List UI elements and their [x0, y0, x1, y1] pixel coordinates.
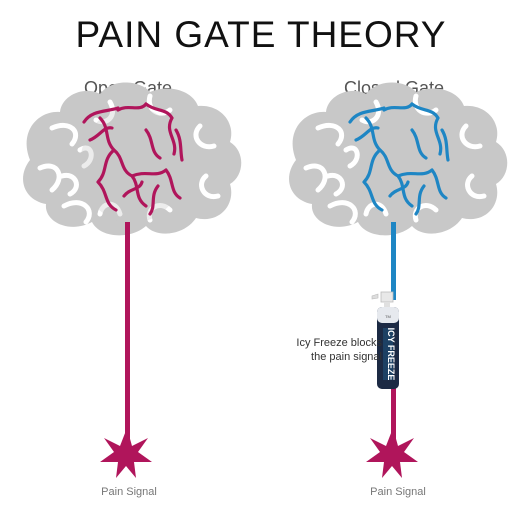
closed-gate-pain-nerve: [391, 380, 396, 444]
annotation: Icy Freeze blocks the pain signal: [262, 336, 382, 364]
open-gate-pain-burst-icon: [100, 428, 152, 478]
annotation-line-1: Icy Freeze blocks: [296, 337, 382, 349]
open-gate-brain: [23, 82, 242, 236]
page-title: PAIN GATE THEORY: [75, 14, 447, 55]
icy-freeze-bottle-icon: [371, 291, 399, 389]
closed-gate-signal-label: Pain Signal: [370, 486, 426, 498]
closed-gate-blocked-nerve: [391, 222, 396, 300]
closed-gate-pain-burst-icon: [366, 428, 418, 478]
annotation-line-2: the pain signal: [311, 351, 382, 363]
open-gate-nerve: [125, 222, 130, 444]
closed-gate-brain: [289, 82, 508, 236]
open-gate-signal-label: Pain Signal: [101, 486, 157, 498]
bottle-label: ICY FREEZE: [386, 328, 396, 381]
bottle-cap-text: TM: [385, 314, 391, 319]
